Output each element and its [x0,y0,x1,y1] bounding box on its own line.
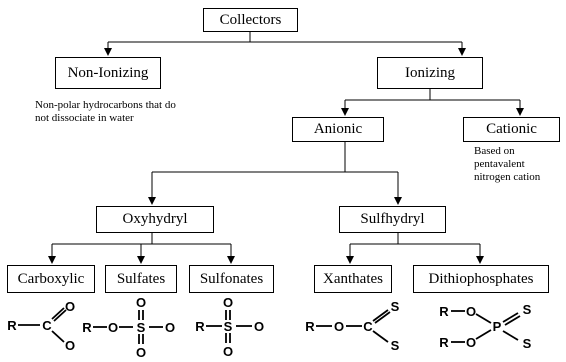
atom-o: O [136,345,146,360]
atom-r: R [439,304,449,319]
atom-s: S [224,319,233,334]
atom-s: S [391,299,400,314]
atom-r: R [439,335,449,350]
node-carboxylic: Carboxylic [7,265,95,293]
atom-s: S [523,302,532,317]
atom-o: O [334,319,344,334]
node-sulfhydryl: Sulfhydryl [339,206,446,233]
atom-o: O [466,304,476,319]
atom-o: O [254,319,264,334]
node-anionic: Anionic [292,117,384,142]
node-collectors: Collectors [203,8,298,32]
atom-p: P [493,319,502,334]
node-xanthates: Xanthates [314,265,392,293]
node-cationic: Cationic [463,117,560,142]
atom-o: O [223,295,233,310]
atom-c: C [42,318,52,333]
note-non-ionizing: Non-polar hydrocarbons that do not disso… [35,99,176,124]
atom-c: C [363,319,373,334]
atom-r: R [195,319,205,334]
atom-s: S [523,336,532,351]
atom-o: O [65,299,75,314]
atom-o: O [65,338,75,353]
node-oxyhydryl: Oxyhydryl [96,206,214,233]
node-dithiophosphates: Dithiophosphates [413,265,549,293]
atom-o: O [223,344,233,359]
atom-r: R [7,318,17,333]
node-non-ionizing: Non-Ionizing [55,57,161,89]
node-sulfonates: Sulfonates [189,265,274,293]
node-sulfates: Sulfates [105,265,177,293]
atom-s: S [391,338,400,353]
atom-o: O [108,320,118,335]
atom-o: O [136,295,146,310]
atom-o: O [466,335,476,350]
atom-r: R [82,320,92,335]
atom-s: S [137,320,146,335]
atom-r: R [305,319,315,334]
atom-o: O [165,320,175,335]
node-ionizing: Ionizing [377,57,483,89]
note-cationic: Based on pentavalent nitrogen cation [474,145,541,183]
